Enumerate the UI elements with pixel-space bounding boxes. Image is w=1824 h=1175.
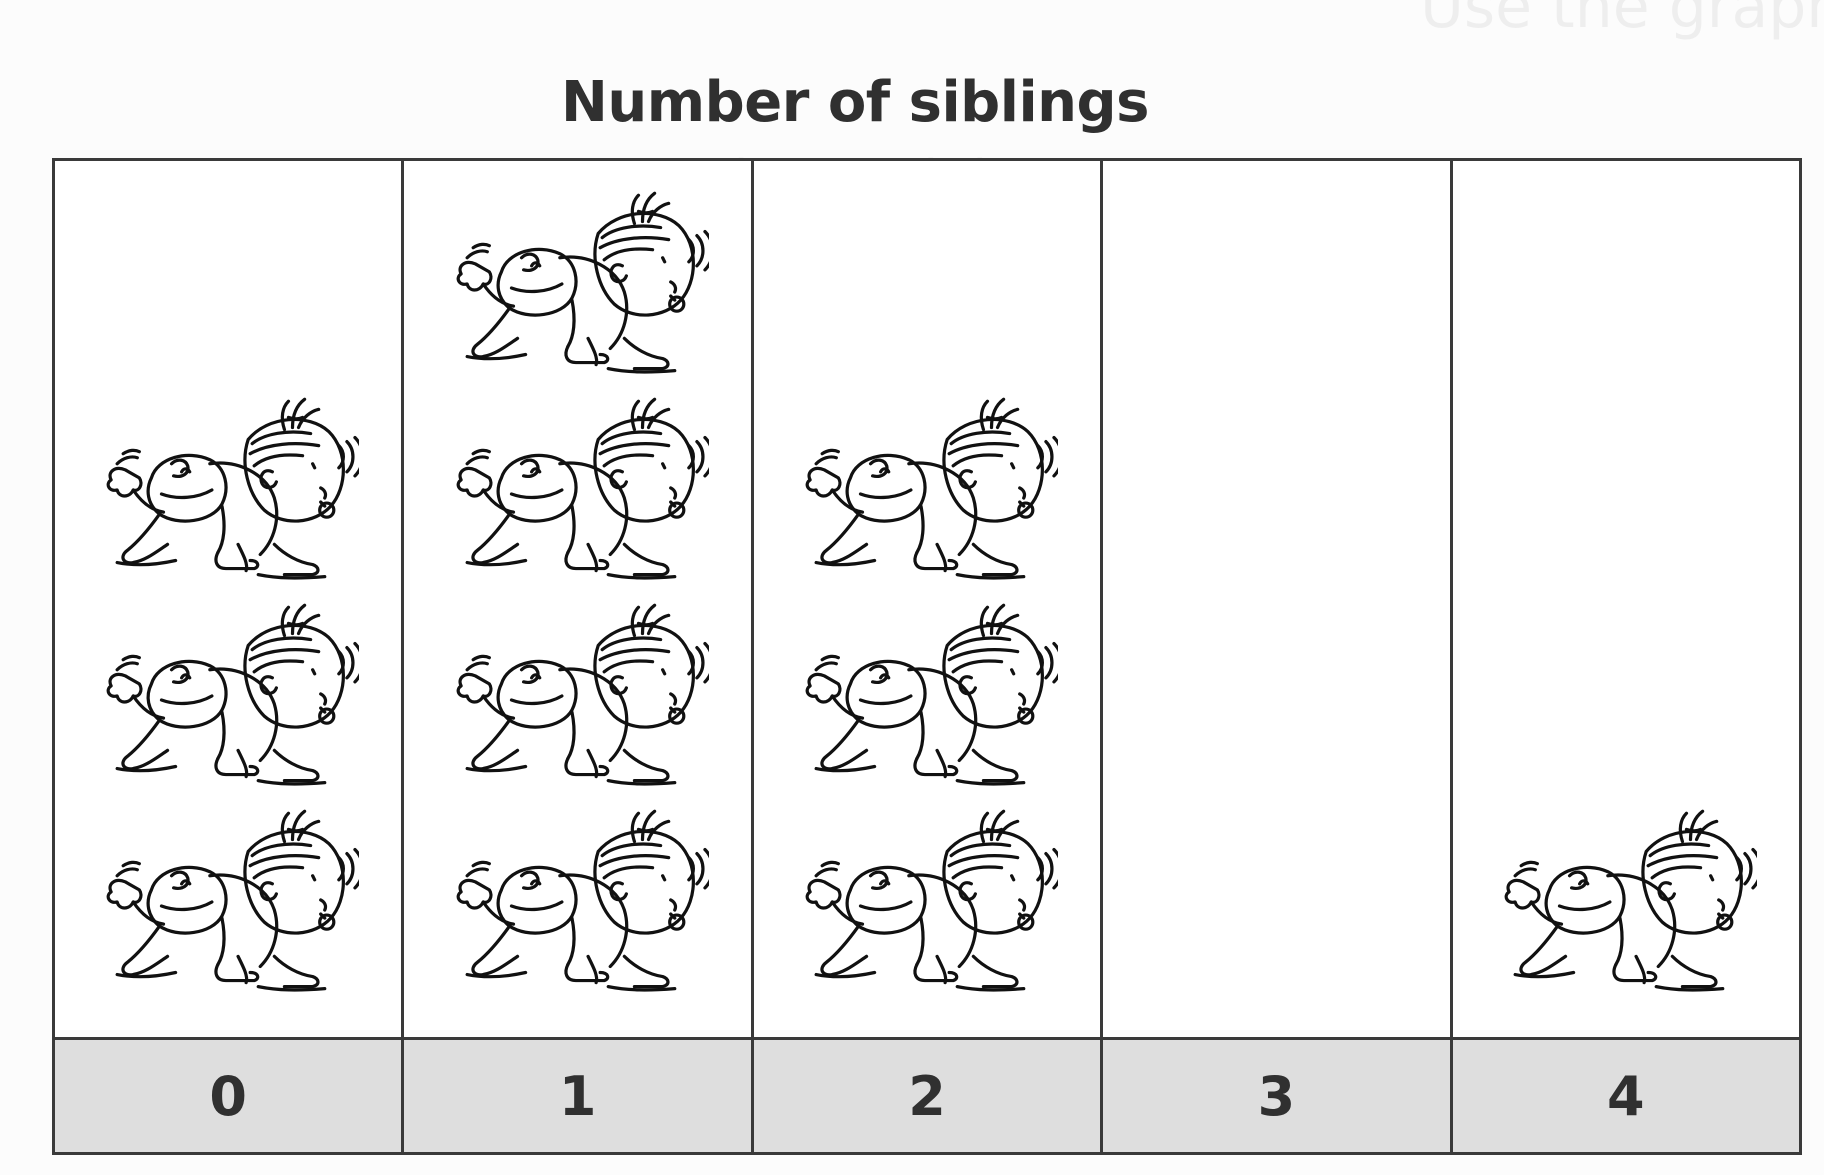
crawling-baby-icon <box>447 597 709 803</box>
crawling-baby-icon <box>97 803 359 1009</box>
category-label: 4 <box>1607 1064 1645 1128</box>
category-label: 1 <box>404 1040 754 1152</box>
chart-title: Number of siblings <box>561 70 1149 135</box>
category-label: 3 <box>1103 1040 1453 1152</box>
column-2 <box>754 161 1104 1037</box>
category-label: 2 <box>754 1040 1104 1152</box>
crawling-baby-icon <box>447 803 709 1009</box>
crawling-baby-icon <box>97 597 359 803</box>
plot-area <box>55 161 1799 1037</box>
crawling-baby-icon <box>447 391 709 597</box>
bleed-through-text: Use the graph to answer questions 1 to 5… <box>1420 0 1824 42</box>
column-1 <box>404 161 754 1037</box>
category-label: 0 <box>55 1040 405 1152</box>
crawling-baby-icon <box>796 597 1058 803</box>
crawling-baby-icon <box>1495 803 1757 1009</box>
crawling-baby-icon <box>447 185 709 391</box>
column-3 <box>1103 161 1453 1037</box>
crawling-baby-icon <box>97 391 359 597</box>
crawling-baby-icon <box>796 803 1058 1009</box>
crawling-baby-icon <box>796 391 1058 597</box>
column-0 <box>55 161 405 1037</box>
column-4 <box>1453 161 1799 1037</box>
